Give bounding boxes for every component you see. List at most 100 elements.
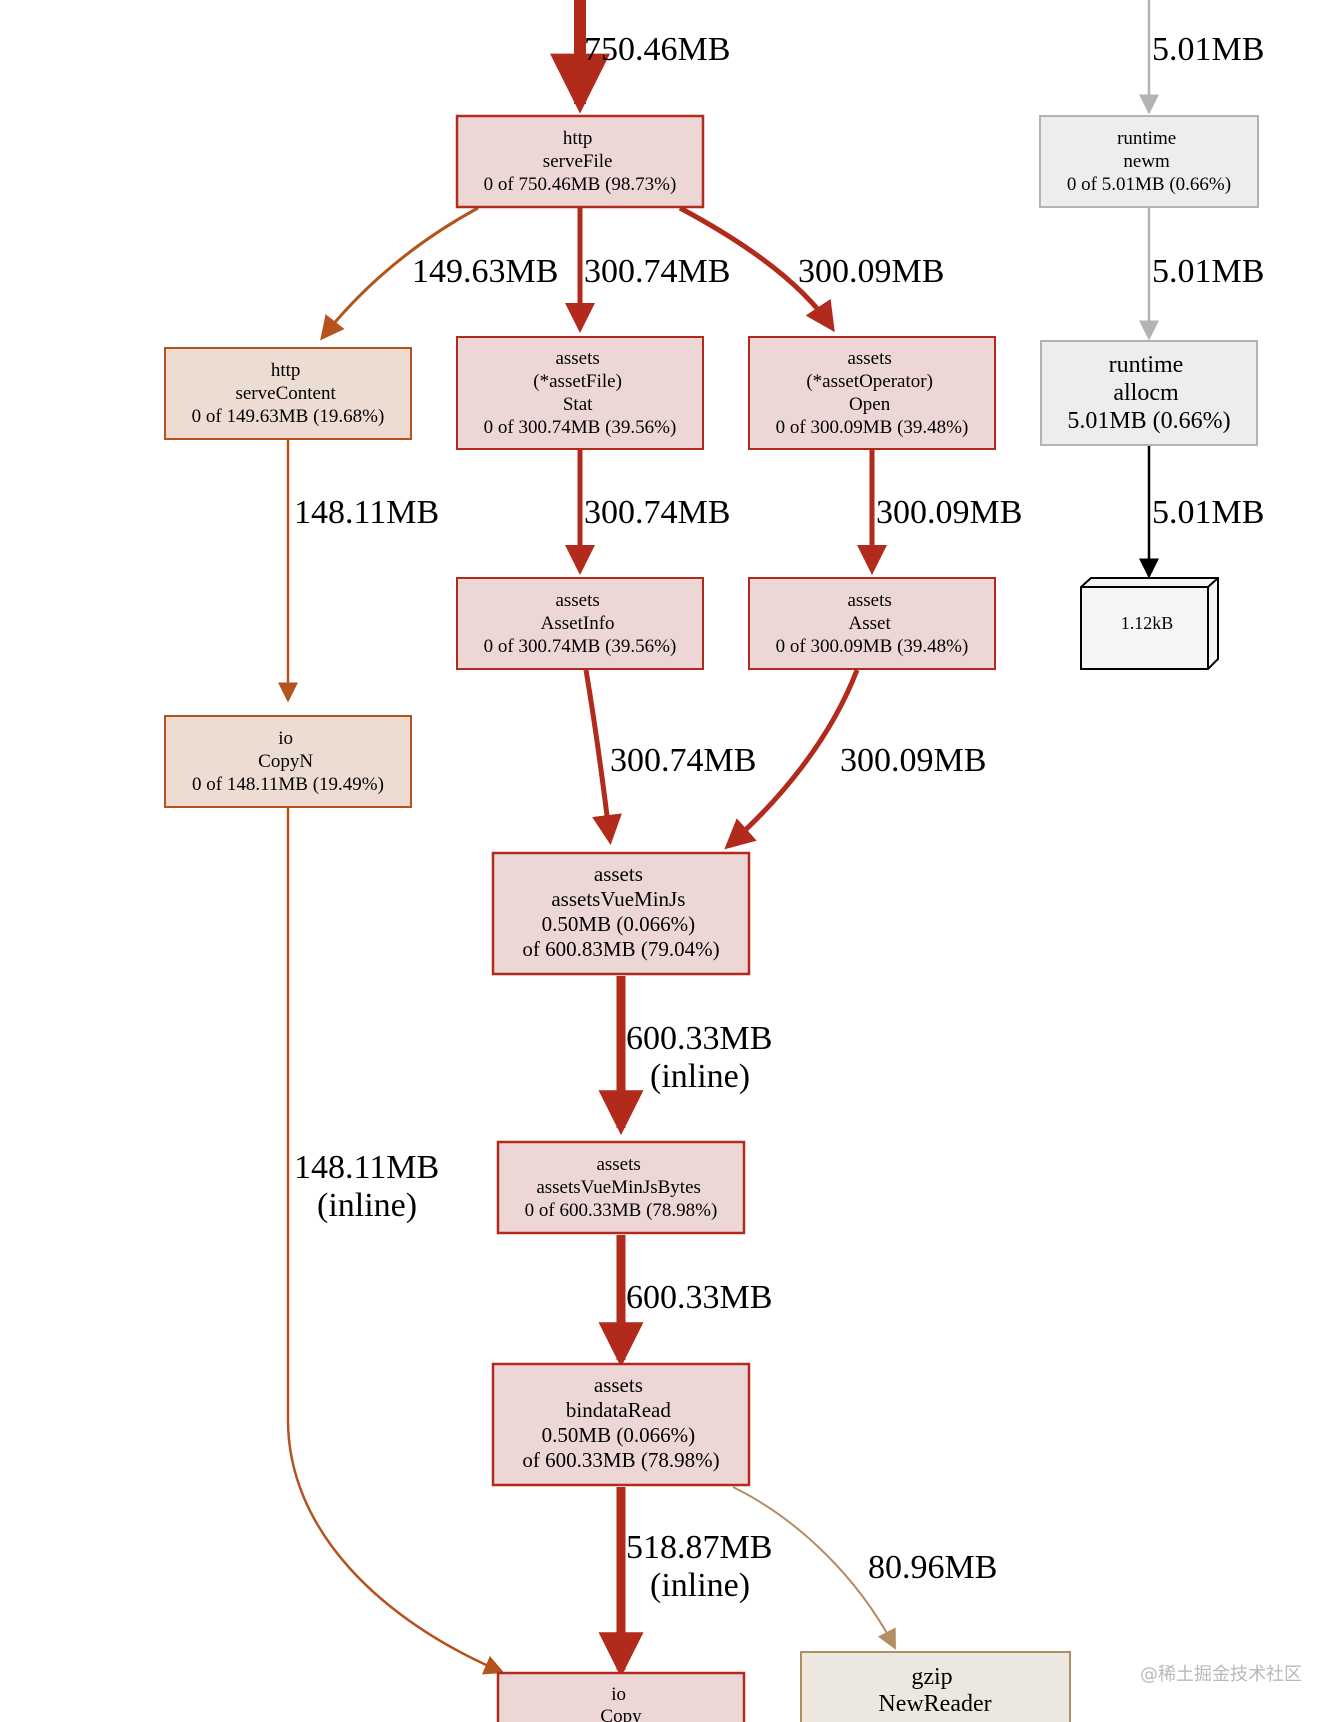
node-line: io [611,1684,626,1705]
edge-label-bindata-ioCopy-2: (inline) [650,1567,750,1604]
svg-text:assets AssetInfo: assets AssetInfo 0 of 300.74MB (39.56%) [484,590,677,657]
node-line: NewReader [878,1691,991,1717]
node-line: Open [849,394,891,415]
node-line: 0 of 750.46MB (98.73%) [484,174,677,195]
node-line: assets [847,590,891,611]
node-line: serveContent [235,383,336,404]
node-line: gzip [911,1664,952,1690]
edge-labels: 750.46MB 149.63MB 300.74MB 300.09MB 300.… [294,31,1264,1604]
node-line: 0 of 5.01MB (0.66%) [1067,174,1231,195]
node-io-CopyN[interactable]: io CopyN 0 of 148.11MB (19.49%) [164,715,412,808]
edge-label-bindata-gzip: 80.96MB [868,1549,997,1586]
edge-asset-vueMinJs [724,669,860,850]
edge-label-serveFile-stat: 300.74MB [584,253,730,290]
svg-text:assets Asset 0: assets Asset 0 of 300.09MB (39.48%) [776,590,969,657]
svg-text:http serveContent: http serveContent 0 of 149.63MB (19.68%) [192,360,385,427]
svg-text:io Copy: io Copy [600,1684,642,1722]
node-line: io [278,728,293,749]
node-line: 0 of 300.74MB (39.56%) [484,417,677,438]
edge-label-vueMinJs-bytes-2: (inline) [650,1058,750,1095]
svg-text:assets bindataRead: assets bindataRead 0.50MB (0.066%) of 60… [522,1373,719,1472]
svg-text:assets assetsVueMinJs: assets assetsVueMinJs 0.50MB (0.066%) of… [522,862,719,961]
node-line: (*assetOperator) [806,371,933,392]
svg-text:io CopyN 0 of: io CopyN 0 of 148.11MB (19.49%) [192,728,384,795]
node-line: serveFile [543,151,613,172]
edge-label-allocm-box: 5.01MB [1152,494,1264,531]
node-line: 0.50MB (0.066%) [542,912,695,936]
svg-text:1.12kB: 1.12kB [1121,613,1174,633]
node-gzip-NewReader[interactable]: gzip NewReader [800,1651,1071,1722]
node-line: 0 of 300.09MB (39.48%) [776,417,969,438]
svg-text:runtime allocm: runtime allocm 5.01MB (0.66%) [1067,352,1230,434]
node-line: 1.12kB [1121,613,1174,633]
node-assets-bindataRead[interactable]: assets bindataRead 0.50MB (0.066%) of 60… [491,1362,751,1487]
node-line: assets [594,862,643,886]
node-http-serveContent[interactable]: http serveContent 0 of 149.63MB (19.68%) [164,347,412,440]
edge-label-assetInfo-vueMinJs: 300.74MB [610,742,756,779]
node-line: assets [596,1154,640,1175]
node-assets-assetOperator-Open[interactable]: assets (*assetOperator) Open 0 of 300.09… [748,336,996,450]
node-line: 0.50MB (0.066%) [542,1423,695,1447]
edge-label-stat-assetInfo: 300.74MB [584,494,730,531]
edge-assetInfo-vueMinJs [583,669,622,845]
edge-label-vueMinJs-bytes-1: 600.33MB [626,1020,772,1057]
edge-bindata-gzip [732,1486,896,1650]
edge-label-bindata-ioCopy-1: 518.87MB [626,1529,772,1566]
node-line: 5.01MB (0.66%) [1067,408,1230,434]
node-line: assetsVueMinJsBytes [536,1177,701,1198]
svg-text:gzip NewReader: gzip NewReader [878,1664,991,1717]
node-line: allocm [1113,380,1179,406]
node-line: of 600.33MB (78.98%) [522,1448,719,1472]
edge-serveFile-open [678,205,835,333]
edge-label-asset-vueMinJs: 300.09MB [840,742,986,779]
node-line: assets [555,348,599,369]
edge-serveFile-serveContent [320,206,479,341]
node-line: Asset [849,613,892,634]
node-line: 0 of 149.63MB (19.68%) [192,406,385,427]
node-line: http [563,128,593,149]
edge-label-bytes-bindata: 600.33MB [626,1279,772,1316]
node-line: 0 of 148.11MB (19.49%) [192,774,384,795]
node-line: AssetInfo [541,613,615,634]
node-assets-AssetInfo[interactable]: assets AssetInfo 0 of 300.74MB (39.56%) [456,577,704,670]
node-alloc-box[interactable]: 1.12kB [1080,577,1219,670]
edge-label-newm-allocm: 5.01MB [1152,253,1264,290]
edge-label-serveFile-open: 300.09MB [798,253,944,290]
node-assets-Asset[interactable]: assets Asset 0 of 300.09MB (39.48%) [748,577,996,670]
node-line: 0 of 600.33MB (78.98%) [525,1200,718,1221]
node-assets-assetsVueMinJs[interactable]: assets assetsVueMinJs 0.50MB (0.066%) of… [491,851,751,976]
node-runtime-allocm[interactable]: runtime allocm 5.01MB (0.66%) [1040,340,1258,446]
node-assets-assetsVueMinJsBytes[interactable]: assets assetsVueMinJsBytes 0 of 600.33MB… [496,1140,746,1235]
edges [278,0,1159,1678]
edge-label-serveContent-copyN: 148.11MB [294,494,439,531]
edge-label-copyN-ioCopy-1: 148.11MB [294,1149,439,1186]
node-line: assetsVueMinJs [551,887,685,911]
node-line: 0 of 300.09MB (39.48%) [776,636,969,657]
edge-copyN-ioCopy [286,808,505,1675]
svg-text:assets (*assetOperator: assets (*assetOperator) Open 0 of 300.09… [776,348,969,438]
node-line: http [271,360,301,381]
edge-label-open-asset: 300.09MB [876,494,1022,531]
node-io-Copy[interactable]: io Copy [496,1671,746,1722]
node-line: 0 of 300.74MB (39.56%) [484,636,677,657]
svg-text:assets assetsVueMinJsB: assets assetsVueMinJsBytes 0 of 600.33MB… [525,1154,718,1221]
node-line: Copy [600,1706,642,1722]
node-line: assets [555,590,599,611]
node-line: runtime [1117,128,1176,149]
edge-label-into-serveFile: 750.46MB [584,31,730,68]
svg-text:assets (*assetFile): assets (*assetFile) Stat 0 of 300.74MB (… [484,348,677,438]
node-runtime-newm[interactable]: runtime newm 0 of 5.01MB (0.66%) [1039,115,1259,208]
svg-text:http serveFile: http serveFile 0 of 750.46MB (98.73%) [484,128,677,195]
node-line: assets [594,1373,643,1397]
node-assets-assetFile-Stat[interactable]: assets (*assetFile) Stat 0 of 300.74MB (… [456,336,704,450]
nodes: http serveFile 0 of 750.46MB (98.73%) ht… [164,114,1259,1722]
node-line: (*assetFile) [533,371,622,392]
node-line: runtime [1109,352,1184,378]
edge-label-serveFile-serveContent: 149.63MB [412,253,558,290]
node-http-serveFile[interactable]: http serveFile 0 of 750.46MB (98.73%) [455,114,705,209]
node-line: Stat [563,394,593,415]
node-line: assets [847,348,891,369]
node-line: newm [1123,151,1170,172]
watermark: @稀土掘金技术社区 [1140,1664,1302,1685]
